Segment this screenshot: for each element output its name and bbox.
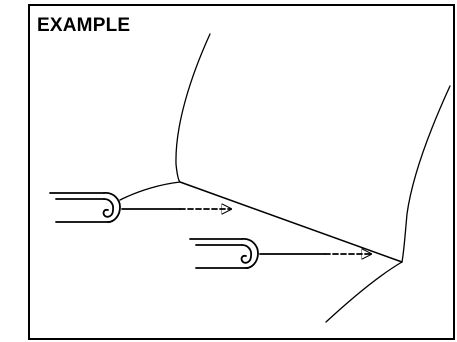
cushion-top-edge bbox=[119, 181, 181, 201]
figure-title: EXAMPLE bbox=[37, 15, 131, 36]
cushion-right-edge bbox=[325, 261, 403, 323]
example-figure: EXAMPLE bbox=[28, 4, 455, 340]
seat-illustration bbox=[49, 33, 451, 323]
seatback-right-edge bbox=[401, 85, 451, 263]
finger-pointer-icon bbox=[49, 192, 121, 223]
finger-pointer-icon bbox=[189, 238, 259, 269]
seatback-left-edge bbox=[175, 33, 211, 183]
seat-seam-line bbox=[179, 181, 403, 263]
